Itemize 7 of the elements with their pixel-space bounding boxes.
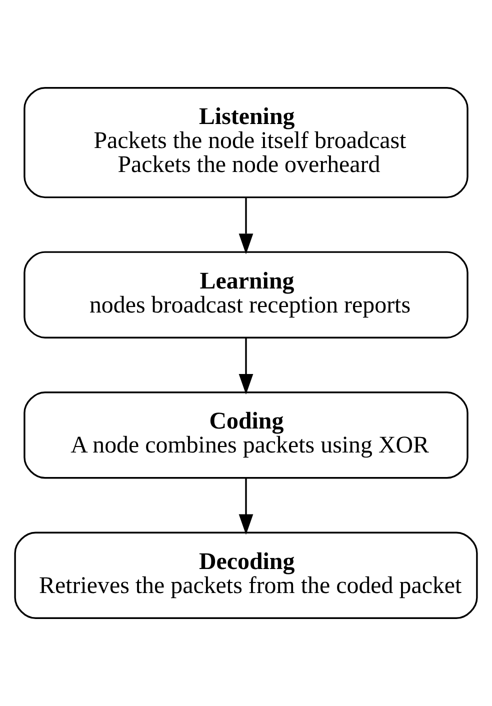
- node-box: Decoding Retrieves the packets from the coded packet: [14, 532, 478, 619]
- node-box: Listening Packets the node itself broadcast Packets the node overheard: [24, 87, 468, 198]
- arrow: [238, 338, 254, 394]
- node-box: Coding A node combines packets using XOR: [24, 392, 468, 479]
- arrow: [238, 478, 254, 535]
- node-box: Learning nodes broadcast reception reports: [24, 251, 468, 338]
- arrow: [238, 198, 254, 254]
